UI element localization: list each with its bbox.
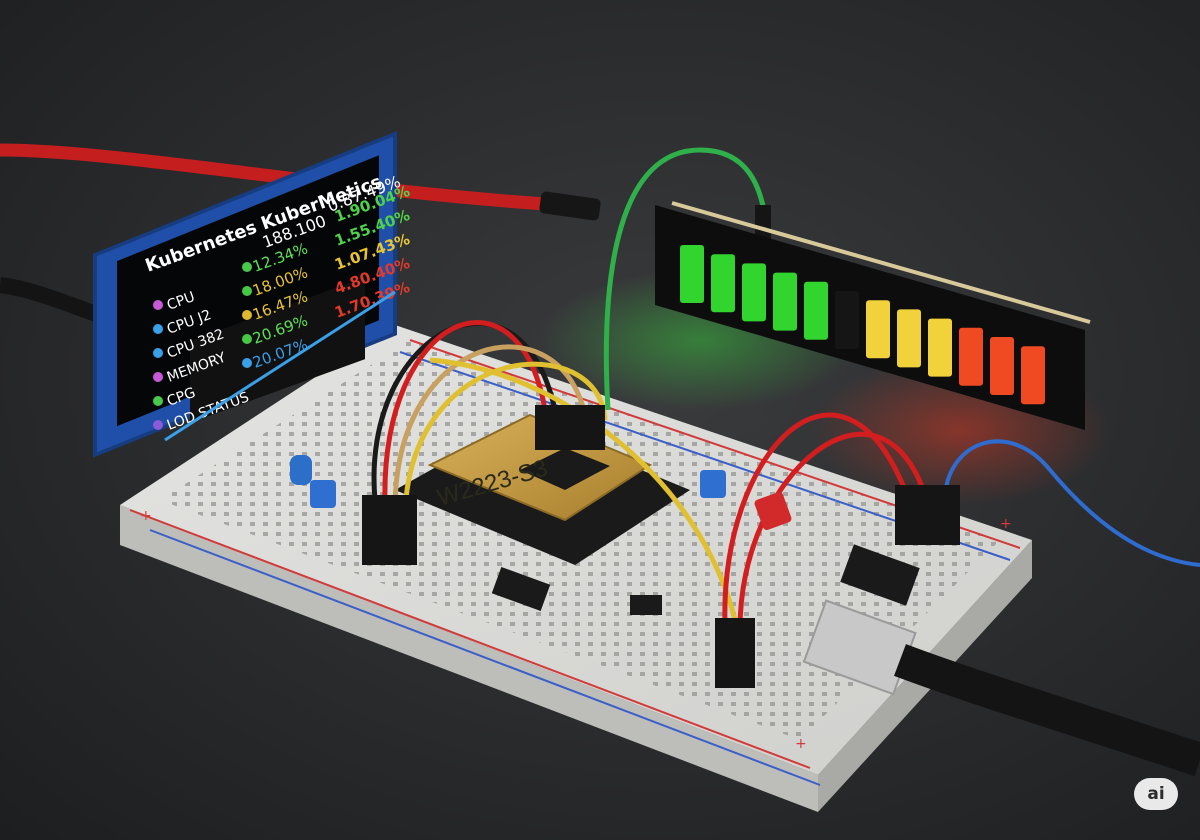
breadboard-side xyxy=(120,505,818,812)
ai-watermark-badge: ai xyxy=(1134,778,1178,810)
led-bargraph xyxy=(655,201,1091,430)
jumper-yellow-1 xyxy=(402,361,608,516)
blue-pot-1 xyxy=(310,480,336,508)
wifi-module-chip xyxy=(520,448,610,490)
smd-block xyxy=(840,544,920,606)
bar-segment xyxy=(959,327,983,386)
svg-text:+: + xyxy=(795,736,807,752)
jumper-blue xyxy=(943,439,1200,567)
red-cable-plug xyxy=(539,191,601,221)
bar-segment xyxy=(866,300,890,359)
jumper-red-3 xyxy=(737,431,928,631)
bar-segment xyxy=(928,318,952,377)
bar-segment xyxy=(711,254,735,313)
metric-dot xyxy=(153,348,163,358)
metric-dot xyxy=(242,262,252,272)
capacitor xyxy=(290,455,312,485)
metric-dot xyxy=(242,358,252,368)
metric-dot xyxy=(153,396,163,406)
red-cable xyxy=(0,143,567,212)
voltage-regulator xyxy=(491,566,551,612)
bar-segment xyxy=(742,263,766,322)
bar-segment xyxy=(990,337,1014,395)
metric-dot xyxy=(153,420,163,430)
metric-dot xyxy=(153,300,163,310)
metric-dot xyxy=(153,372,163,382)
jumper-red-1 xyxy=(382,319,548,506)
ic-chip xyxy=(630,595,662,615)
red-component xyxy=(754,491,792,531)
metric-dot xyxy=(242,334,252,344)
jumper-green xyxy=(603,147,768,411)
jumper-red-2 xyxy=(722,412,908,626)
blue-pot-2 xyxy=(700,470,726,498)
bar-segment xyxy=(680,245,704,303)
jumper-tan-1 xyxy=(392,344,588,511)
svg-text:+: + xyxy=(1000,516,1012,532)
bar-segment xyxy=(804,281,828,340)
metric-dot xyxy=(242,286,252,296)
metric-dot xyxy=(153,324,163,334)
metric-dot xyxy=(242,310,252,320)
bar-segment xyxy=(1021,346,1045,405)
jumper-yellow-2 xyxy=(429,357,738,621)
bar-segment xyxy=(773,272,797,331)
display-header-pins xyxy=(190,277,365,423)
usb-cable xyxy=(894,644,1200,777)
svg-text:+: + xyxy=(140,508,152,524)
bar-segment xyxy=(835,291,859,349)
bar-segment xyxy=(897,309,921,368)
